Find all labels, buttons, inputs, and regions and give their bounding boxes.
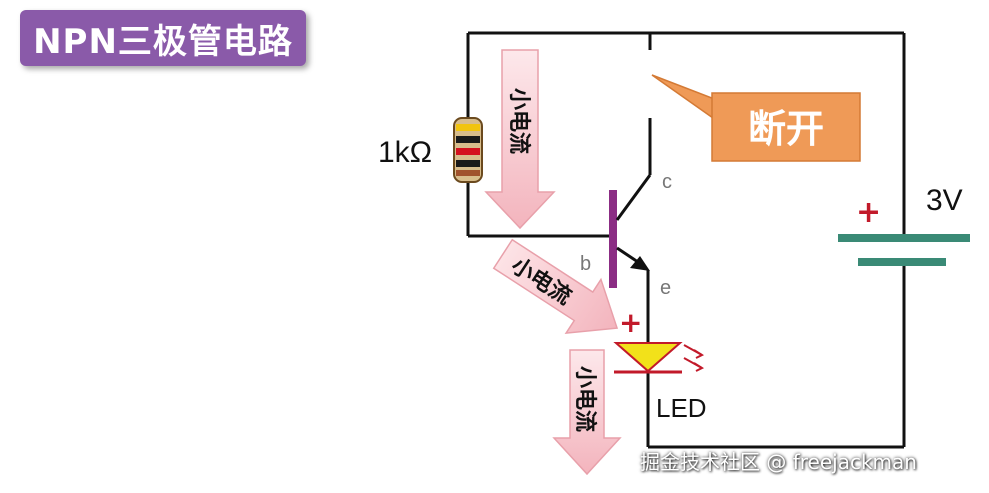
resistor-label: 1kΩ [378,136,432,169]
resistor [453,117,483,183]
led-light-arrows [683,344,705,372]
collector-label: c [662,171,672,193]
battery-voltage: 3V [926,184,963,217]
battery-long-plate [838,234,970,242]
led-body [613,342,683,373]
led-plus: + [619,306,642,339]
base-label: b [580,253,591,275]
current-arrow: 小电流 [552,349,622,476]
callout-text: 断开 [748,107,824,151]
current-arrow: 小电流 [484,49,556,230]
emitter-arrow [630,256,650,271]
svg-text:小电流: 小电流 [506,88,532,154]
circuit-wires [466,31,906,449]
battery-plus: + [856,195,881,230]
led [613,342,705,374]
watermark: 掘金技术社区 @ freejackman [640,450,917,474]
led-label: LED [656,393,707,423]
battery [838,234,970,266]
emitter-label: e [660,277,671,299]
npn-transistor [609,174,652,288]
svg-text:小电流: 小电流 [572,366,598,432]
page-title: NPN三极管电路 [20,10,306,66]
collector-lead [615,174,652,221]
base-bar [609,190,617,288]
open-callout [651,74,861,162]
battery-short-plate [858,258,946,266]
